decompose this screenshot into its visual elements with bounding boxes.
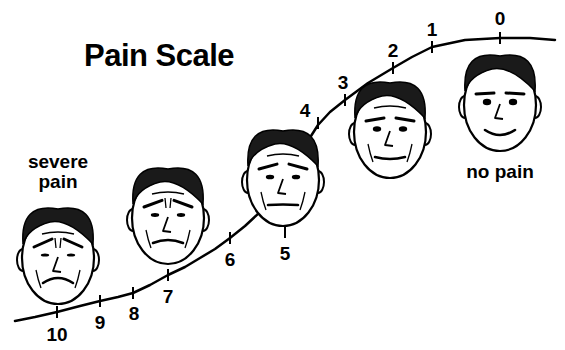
face-mouth [43, 278, 73, 283]
face-eye [41, 253, 49, 256]
face-wrinkle [55, 238, 61, 248]
scale-tick [56, 306, 58, 318]
scale-tick [317, 117, 319, 129]
face-brow [144, 200, 162, 207]
face [127, 168, 209, 264]
face-wrinkle [165, 198, 171, 208]
face-wrinkle [300, 192, 305, 210]
face-wrinkle [146, 230, 151, 248]
face-nose [53, 257, 61, 272]
face-brow [506, 93, 524, 94]
face-mouth [485, 130, 515, 135]
face-hair [248, 130, 318, 166]
scale-number: 10 [46, 325, 67, 344]
face-eye [67, 253, 75, 256]
scale-tick [167, 269, 169, 281]
face-drawings [17, 55, 541, 304]
scale-number: 8 [129, 304, 140, 323]
face-wrinkle [75, 270, 80, 288]
scale-tick [284, 226, 286, 238]
face-brow [289, 164, 307, 169]
scale-number: 5 [280, 244, 291, 263]
scale-number: 6 [225, 250, 236, 269]
scale-curve [15, 38, 555, 321]
face [242, 130, 324, 226]
face [459, 55, 541, 151]
face-wrinkle [185, 230, 190, 248]
face-brow [34, 239, 52, 247]
scale-tick [99, 295, 101, 307]
face-eye [151, 213, 159, 217]
face [349, 82, 431, 178]
scale-number: 0 [495, 9, 506, 28]
scale-number: 9 [95, 313, 106, 332]
face-eye [373, 126, 381, 131]
face [17, 208, 99, 304]
face-hair [355, 82, 425, 118]
face-wrinkle [36, 270, 41, 288]
face-eye [509, 99, 517, 105]
face-wrinkle [374, 106, 406, 108]
face-brow [396, 118, 414, 121]
scale-tick [431, 41, 433, 53]
face-eye [399, 126, 407, 131]
face-nose [385, 131, 393, 146]
scale-ticks [57, 32, 500, 318]
face-hair [133, 168, 203, 204]
face-brow [366, 118, 384, 121]
face-wrinkle [152, 192, 184, 194]
scale-tick [392, 62, 394, 74]
face-brow [476, 93, 494, 94]
scale-tick [132, 287, 134, 299]
scale-number: 4 [300, 101, 311, 120]
face-wrinkle [261, 192, 266, 210]
scale-end-label: no pain [458, 162, 542, 182]
face-mouth [375, 157, 405, 159]
scale-number: 3 [338, 73, 349, 92]
face-eye [177, 213, 185, 217]
face-eye [292, 175, 300, 180]
scale-number: 2 [388, 41, 399, 60]
face-mouth [153, 240, 183, 243]
face-eye [483, 99, 491, 105]
face-nose [495, 104, 503, 119]
diagram-title: Pain Scale [84, 40, 234, 71]
face-nose [278, 179, 286, 194]
face-eye [266, 175, 274, 180]
scale-tick [229, 232, 231, 244]
scale-number: 1 [427, 20, 438, 39]
face-brow [259, 164, 277, 169]
face-brow [64, 239, 82, 247]
face-nose [163, 217, 171, 232]
face-mouth [268, 203, 298, 206]
face-wrinkle [368, 144, 373, 162]
face-brow [174, 200, 192, 207]
scale-tick [499, 32, 501, 44]
scale-number: 7 [163, 287, 174, 306]
face-wrinkle [42, 232, 74, 234]
scale-end-label: severe pain [16, 152, 100, 192]
face-hair [465, 55, 535, 91]
face-wrinkle [267, 154, 299, 156]
face-hair [23, 208, 93, 244]
face-wrinkle [407, 144, 412, 162]
scale-tick [344, 94, 346, 106]
